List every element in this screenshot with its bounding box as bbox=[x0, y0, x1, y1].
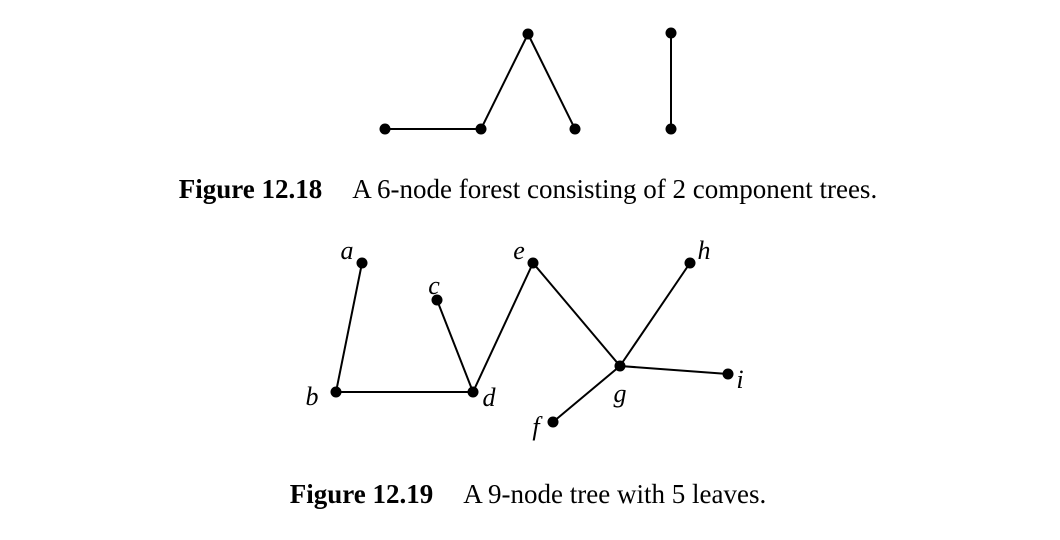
tree-edge-c-d bbox=[436, 299, 474, 393]
tree-node-c bbox=[431, 294, 443, 306]
forest-node bbox=[665, 123, 677, 135]
forest-node bbox=[379, 123, 391, 135]
tree-edge-g-i bbox=[619, 365, 729, 375]
tree-node-g bbox=[614, 360, 626, 372]
tree-edge-f-g bbox=[552, 365, 621, 423]
tree-node-i bbox=[722, 368, 734, 380]
node-label-g: g bbox=[614, 379, 627, 408]
tree-edge-d-e bbox=[472, 262, 534, 393]
figure-caption-text: A 6-node forest consisting of 2 componen… bbox=[352, 174, 878, 204]
node-label-h: h bbox=[698, 236, 711, 265]
tree-node-a bbox=[356, 257, 368, 269]
tree-node-f bbox=[547, 416, 559, 428]
node-label-a: a bbox=[341, 236, 354, 265]
figure-caption-text: A 9-node tree with 5 leaves. bbox=[463, 479, 767, 509]
tree-edge-e-g bbox=[532, 262, 621, 367]
figure-12-19-caption: Figure 12.19 A 9-node tree with 5 leaves. bbox=[0, 478, 1058, 510]
node-label-c: c bbox=[428, 271, 440, 300]
tree-node-e bbox=[527, 257, 539, 269]
forest-node bbox=[522, 28, 534, 40]
figure-number: Figure 12.19 bbox=[289, 479, 434, 509]
forest-node bbox=[665, 27, 677, 39]
forest-node bbox=[569, 123, 581, 135]
node-label-d: d bbox=[483, 383, 497, 412]
figure-12-18-caption: Figure 12.18 A 6-node forest consisting o… bbox=[0, 173, 1058, 205]
tree-node-b bbox=[330, 386, 342, 398]
forest-graph bbox=[379, 27, 677, 135]
forest-node bbox=[475, 123, 487, 135]
forest-edge bbox=[480, 33, 529, 130]
tree-node-d bbox=[467, 386, 479, 398]
tree-node-h bbox=[684, 257, 696, 269]
figure-number: Figure 12.18 bbox=[178, 174, 323, 204]
node-label-i: i bbox=[736, 365, 743, 394]
node-label-b: b bbox=[306, 382, 319, 411]
tree-edge-g-h bbox=[619, 262, 691, 367]
node-label-e: e bbox=[513, 236, 525, 265]
forest-edge bbox=[527, 33, 576, 130]
tree-edge-a-b bbox=[335, 262, 363, 393]
node-label-f: f bbox=[532, 412, 543, 441]
tree-graph: a b c d e f g h i bbox=[306, 236, 744, 441]
